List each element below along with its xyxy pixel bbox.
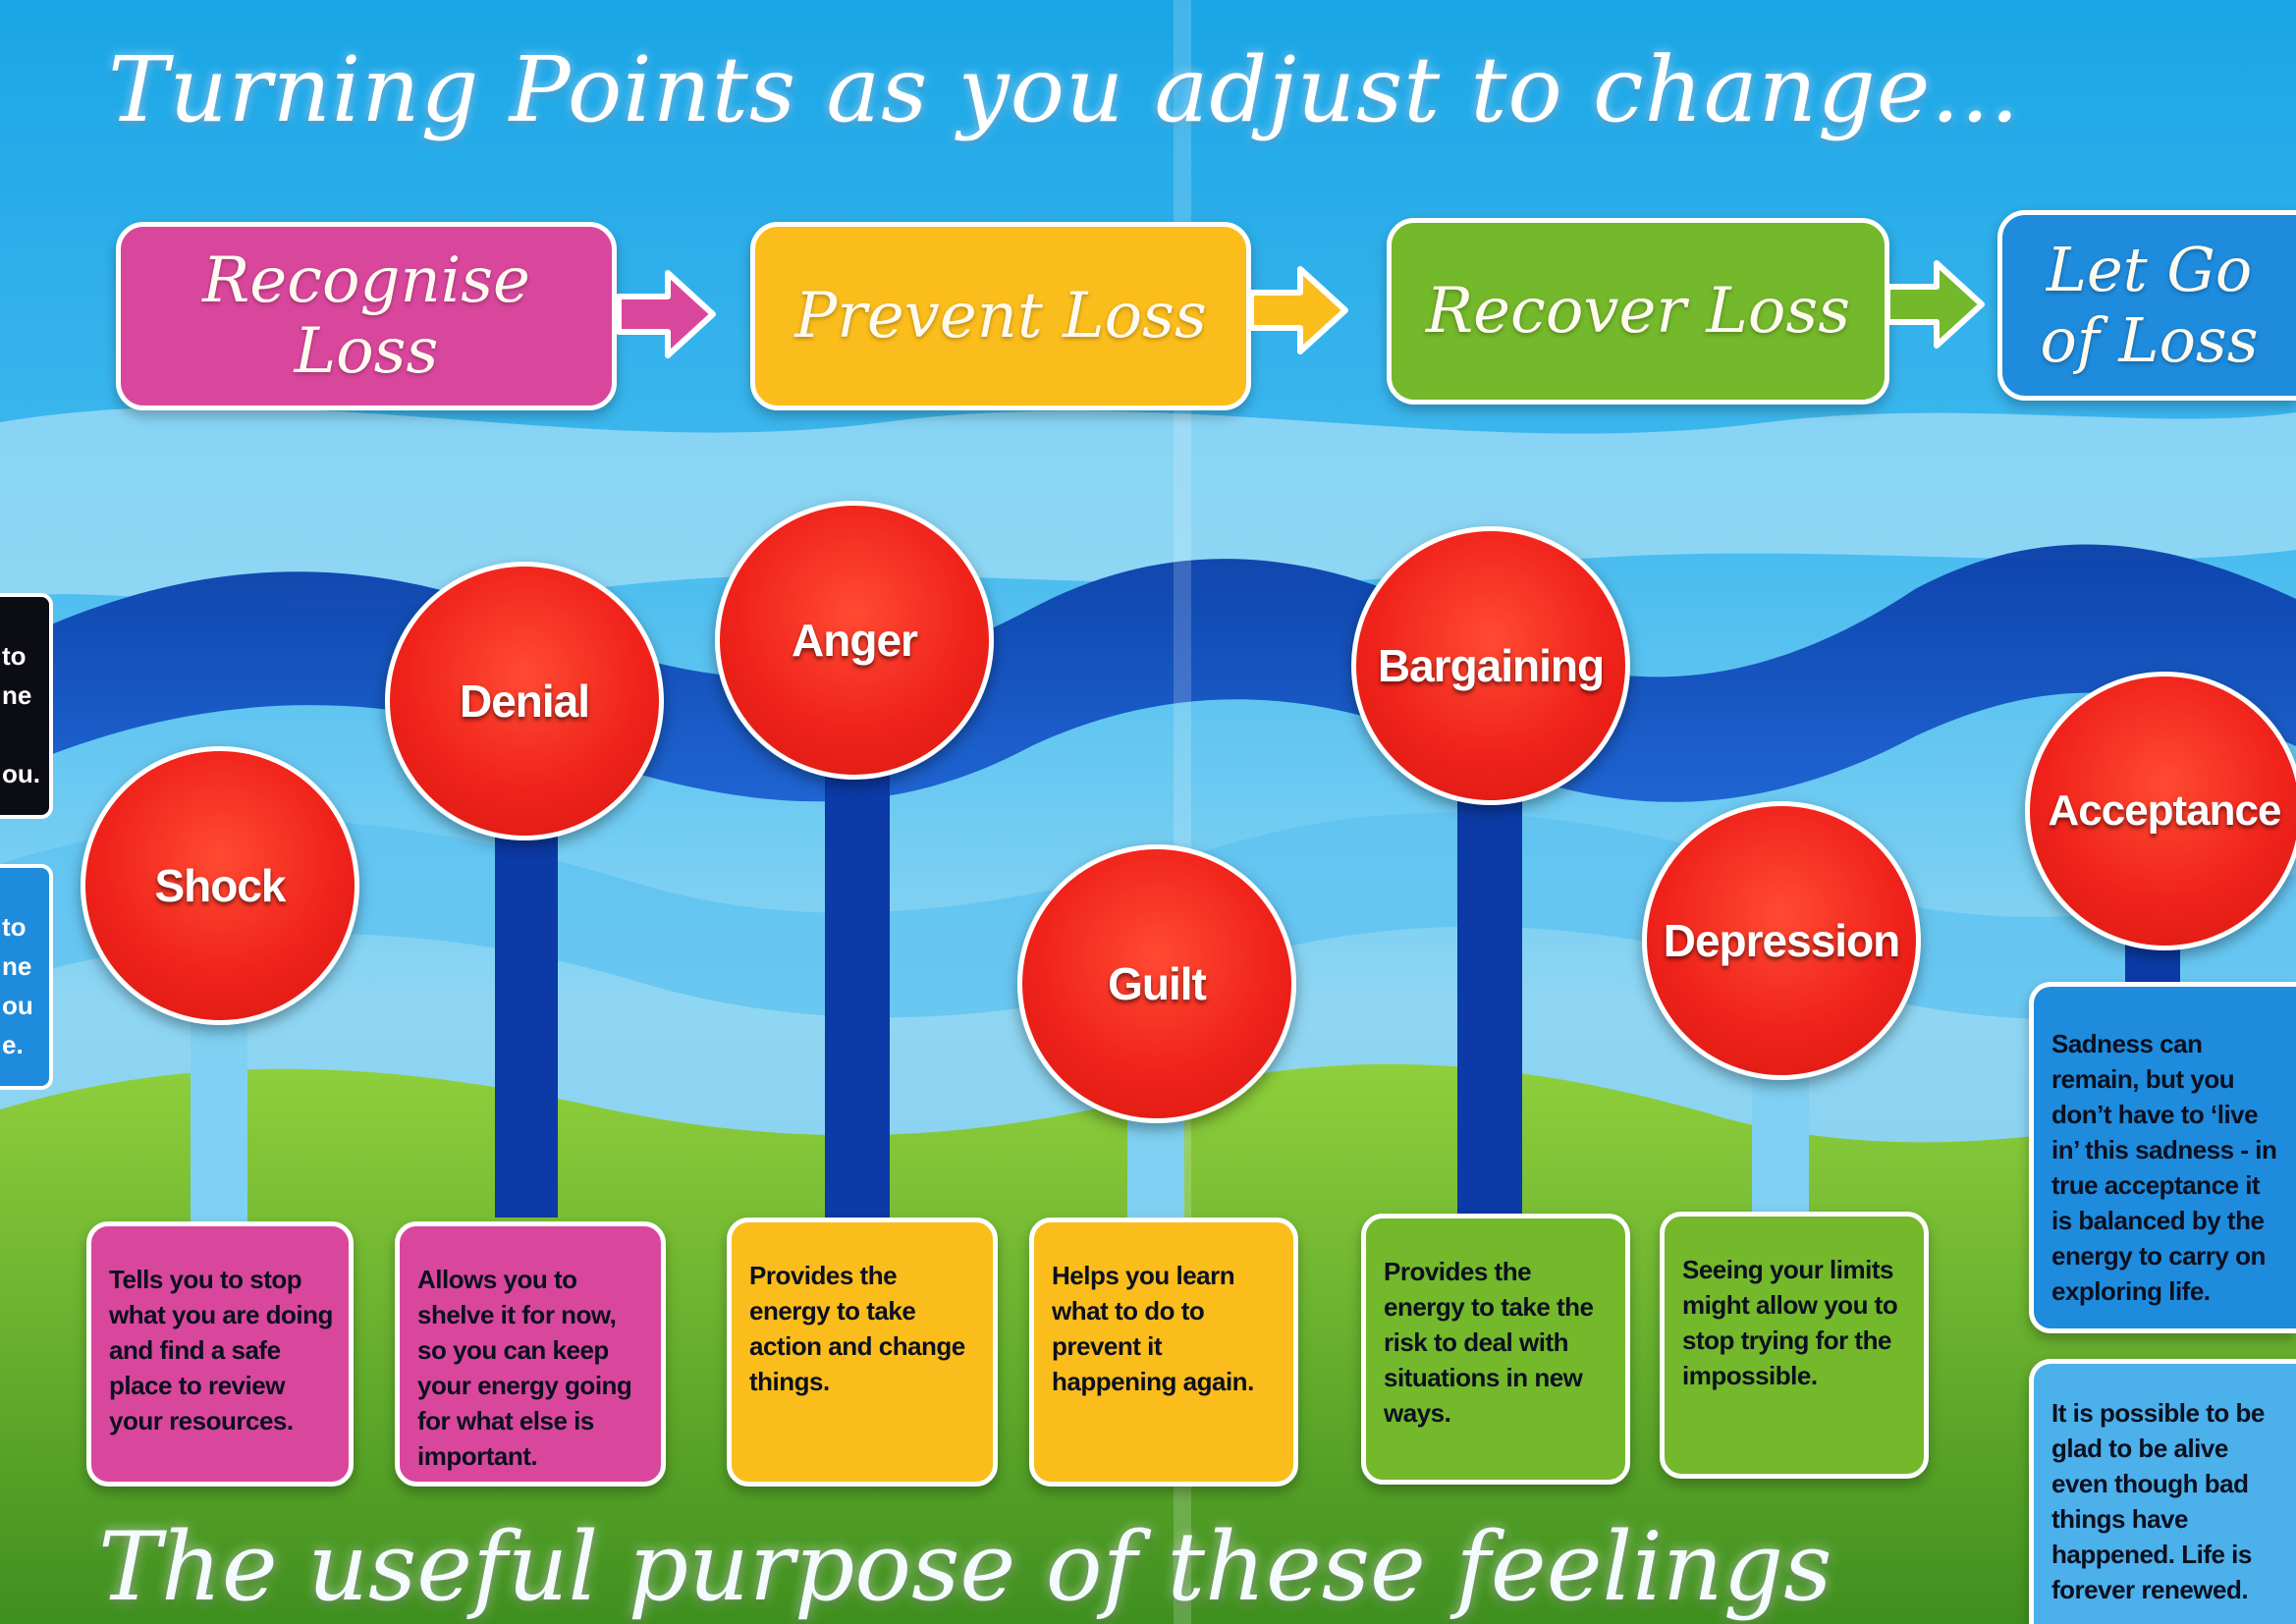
- note-text: Allows you to shelve it for now, so you …: [417, 1265, 632, 1471]
- note-text: Helps you learn what to do to prevent it…: [1052, 1261, 1254, 1396]
- note-acceptance: Sadness can remain, but you don’t have t…: [2029, 982, 2296, 1333]
- stem-anger: [825, 766, 890, 1218]
- feeling-guilt: Guilt: [1017, 844, 1296, 1123]
- main-title: Turning Points as you adjust to change..…: [108, 37, 2020, 142]
- stem-denial: [495, 825, 558, 1218]
- stage-label: Recover Loss: [1425, 275, 1851, 348]
- feeling-depression: Depression: [1642, 801, 1921, 1080]
- note-text: Provides the energy to take the risk to …: [1384, 1257, 1594, 1428]
- note-guilt: Helps you learn what to do to prevent it…: [1029, 1218, 1298, 1487]
- note-shock: Tells you to stop what you are doing and…: [86, 1221, 354, 1487]
- dark-wave: [0, 544, 2296, 802]
- stage-label: Prevent Loss: [794, 280, 1207, 352]
- note-text: Seeing your limits might allow you to st…: [1682, 1255, 1898, 1390]
- light-band: [0, 406, 2296, 606]
- stage-let-go-of-loss: Let Go of Loss: [1997, 210, 2296, 401]
- note-text: Sadness can remain, but you don’t have t…: [2051, 1029, 2277, 1306]
- edge-text: to ne ou e.: [2, 912, 33, 1059]
- feeling-denial: Denial: [385, 562, 664, 840]
- feeling-shock: Shock: [81, 746, 359, 1025]
- stem-depression: [1752, 1070, 1809, 1218]
- feeling-label: Acceptance: [2048, 786, 2281, 835]
- feeling-anger: Anger: [715, 501, 994, 780]
- feeling-label: Depression: [1663, 915, 1901, 966]
- stage-label: Recognise Loss: [202, 244, 530, 388]
- stem-shock: [191, 1001, 247, 1227]
- feeling-label: Shock: [154, 860, 286, 911]
- stem-bargaining: [1457, 785, 1522, 1218]
- note-denial: Allows you to shelve it for now, so you …: [395, 1221, 666, 1487]
- stage-recognise-loss: Recognise Loss: [116, 222, 617, 410]
- arrow-right-icon: [1885, 260, 1985, 349]
- note-depression: Seeing your limits might allow you to st…: [1660, 1212, 1929, 1479]
- note-text: Tells you to stop what you are doing and…: [109, 1265, 333, 1435]
- note-text: Provides the energy to take action and c…: [749, 1261, 965, 1396]
- note-renewal: It is possible to be glad to be alive ev…: [2029, 1359, 2296, 1624]
- arrow-right-icon: [1248, 266, 1348, 354]
- footer-title: The useful purpose of these feelings: [98, 1512, 1832, 1622]
- note-anger: Provides the energy to take action and c…: [727, 1218, 998, 1487]
- feeling-label: Anger: [792, 615, 918, 666]
- feeling-label: Denial: [459, 676, 590, 727]
- note-bargaining: Provides the energy to take the risk to …: [1361, 1214, 1630, 1485]
- feeling-acceptance: Acceptance: [2025, 672, 2296, 950]
- feeling-label: Bargaining: [1377, 640, 1605, 691]
- edge-text: to ne ou.: [2, 641, 40, 788]
- edge-panel-blue: to ne ou e.: [0, 864, 53, 1090]
- arrow-right-icon: [616, 270, 716, 358]
- stage-label: Let Go of Loss: [2040, 234, 2259, 376]
- feeling-label: Guilt: [1108, 958, 1207, 1009]
- edge-panel-dark: to ne ou.: [0, 593, 53, 819]
- stage-recover-loss: Recover Loss: [1387, 218, 1889, 405]
- feeling-bargaining: Bargaining: [1351, 526, 1630, 805]
- stage-prevent-loss: Prevent Loss: [750, 222, 1251, 410]
- note-text: It is possible to be glad to be alive ev…: [2051, 1398, 2265, 1604]
